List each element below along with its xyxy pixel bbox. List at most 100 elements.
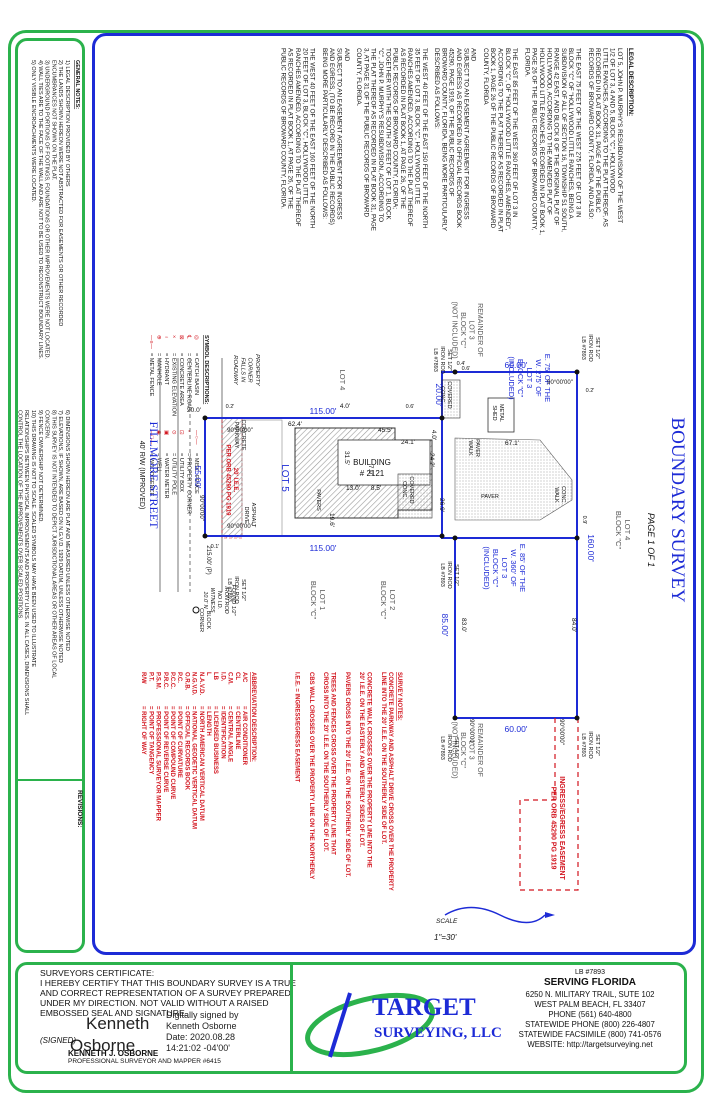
symbol-glyph: × xyxy=(171,335,177,338)
cert-line-4: EMBOSSED SEAL AND SIGNATURE. xyxy=(40,1008,188,1018)
surveyor-name: KENNETH J. OSBORNE xyxy=(68,1049,159,1058)
abbr-desc: = LENGTH xyxy=(205,706,211,736)
dim-55: 55.00' xyxy=(193,466,203,489)
dim-19-6-group: 19.6' xyxy=(328,513,335,527)
survey-note: CBS WALL CROSSES OVER THE PROPERTY LINE … xyxy=(308,672,314,879)
dim-0-6-a: 0.6' xyxy=(462,366,471,372)
e85-label: (INCLUDED) xyxy=(482,546,491,590)
easement-label: PER ORB 45290 PG 1919 xyxy=(225,444,231,516)
dim-0-4: 0.4' xyxy=(457,361,466,367)
remainder-bottom-label: REMAINDER OF xyxy=(476,723,483,777)
symbol-glyph: ◉ xyxy=(156,430,162,435)
general-note: RELATIONSHIPS BETWEEN PHYSICAL IMPROVEME… xyxy=(23,410,29,715)
dim-20-group: 20.00' xyxy=(434,384,444,407)
abbr-desc: = CENTERLINE xyxy=(234,706,240,750)
dim-83-0-group: 83.0' xyxy=(460,618,467,632)
legal-line: BLOCK "C" OF "HOLLYWOOD LITTLE RANCHES, … xyxy=(567,48,574,219)
dim-31-5-group: 31.5' xyxy=(343,451,350,465)
street-row: 40' R/W (IMPROVED) xyxy=(138,441,145,510)
dim-0-6-b: 0.6' xyxy=(406,404,415,410)
symbol-glyph: —□— xyxy=(148,430,154,445)
symbol-label: = CATCH BASIN xyxy=(193,353,199,395)
lot1-label: BLOCK "C" xyxy=(309,581,318,620)
symbol-glyph: ⊕ xyxy=(156,335,162,340)
legal-description: LEGAL DESCRIPTION:LOT 5, JOHN P. MURPHY'… xyxy=(279,48,634,235)
found-rod-label: WITNESS xyxy=(209,587,215,612)
dim-0-1-group: 0.1' xyxy=(211,544,220,550)
abbr-desc: = AIR CONDITIONER xyxy=(241,706,247,766)
survey-notes: SURVEY NOTES:CONCRETE PARKWAY AND ASPHAL… xyxy=(293,672,402,891)
lot4-left-label: LOT 4 xyxy=(338,370,347,391)
dim-26-9: 26.9' xyxy=(438,498,445,512)
legal-line: TOGETHER WITH THE SOUTH 20 FEET OF LOT 1… xyxy=(384,48,391,220)
legal-line: PUBLIC RECORDS OF BROWARD COUNTY, FLORID… xyxy=(392,48,399,209)
dim-4-0-a: 4.0' xyxy=(340,403,350,410)
general-notes-heading: GENERAL NOTES: xyxy=(74,60,80,109)
set-rod-label-1: SET 1/2" xyxy=(446,349,452,371)
set-rod-label-3: SET 1/2" xyxy=(240,579,246,601)
dim-13-0-group: 13.0' xyxy=(346,485,360,492)
block-corner-label: CORNER xyxy=(198,608,204,632)
set-rod-label-6: LB #7893 xyxy=(580,733,586,757)
dim-0-1: 0.1' xyxy=(211,544,220,550)
abbr-desc: = CENTRAL ANGLE xyxy=(227,706,233,762)
legal-line: DESCRIBED AS FOLLOWS: xyxy=(433,48,440,129)
general-note: 4) WALL TIES ARE TO THE FACE OF THE WALL… xyxy=(37,60,43,360)
dim-55-group: 55.00' xyxy=(193,466,203,489)
conc-walk-label: WALK xyxy=(553,487,559,503)
corner-markers xyxy=(202,369,580,721)
dim-top-115: 115.00' xyxy=(310,406,337,416)
company-info: LB #7893 SERVING FLORIDA 6250 N. MILITAR… xyxy=(490,968,690,1050)
north-arrow xyxy=(444,906,555,924)
general-note: 8) THIS SURVEY IS NOT INTENDED TO DEPICT… xyxy=(50,410,56,678)
abbr-code: N.A.V.D. xyxy=(198,672,204,695)
paver-label: PAVER xyxy=(481,494,499,500)
dim-62-4-group: 62.4' xyxy=(288,421,302,428)
signature-last: Osborne xyxy=(70,1036,136,1055)
dsig-line-0: Digitally signed by xyxy=(166,1010,239,1020)
dim-8-5-group: 8.5' xyxy=(371,485,381,492)
abbr-code: P.C.C. xyxy=(169,672,175,689)
surveyor-certificate: SURVEYORS CERTIFICATE: I HEREBY CERTIFY … xyxy=(40,968,296,1018)
remainder-bottom-label: BLOCK "C" xyxy=(459,732,466,768)
angle-c: 90°00'00" xyxy=(547,380,573,386)
legal-line: 1/2 OF LOT 3, 4 AND 5, BLOCK "C", HOLLYW… xyxy=(609,48,616,193)
general-note: CONTROL THE LOCATION OF THE IMPROVEMENTS… xyxy=(16,410,22,620)
abbr-code: O.R.B. xyxy=(183,672,189,691)
survey-note: CONCRETE PARKWAY AND ASPHALT DRIVE CROSS… xyxy=(387,672,393,891)
legal-line: AND xyxy=(343,48,350,62)
cert-line-1: I HEREBY CERTIFY THAT THIS BOUNDARY SURV… xyxy=(40,978,296,988)
abbr-desc: = LICENSED BUSINESS xyxy=(212,706,218,774)
angle-d: 90°00'00" xyxy=(558,719,564,745)
general-note: CONCERN. xyxy=(44,410,50,440)
abbr-code: N.G.V.D. xyxy=(191,672,197,696)
legal-line: THE EAST 75 FEET OF THE WEST 275 FEET OF… xyxy=(575,48,582,218)
legal-line: BLOCK "C", OF "HOLLYWOOD LITTLE RANCHES,… xyxy=(504,48,511,231)
surveyor-title: PROFESSIONAL SURVEYOR AND MAPPER #6415 xyxy=(68,1058,221,1065)
e85-boundary xyxy=(454,537,578,719)
survey-note: CROSS INTO THE 20' I.E.E. ON THE SOUTHER… xyxy=(322,672,328,852)
block-corner-marker xyxy=(192,606,200,614)
dim-7-0-group: 7.0' xyxy=(367,465,374,475)
dim-85-group: 85.00' xyxy=(440,614,450,637)
legal-line: HOLLYWOOD LITTLE RANCHES, RECORDED IN PL… xyxy=(538,48,545,235)
legal-line: SUBJECT TO AN EASEMENT AGREEMENT FOR ING… xyxy=(336,48,343,220)
dim-60-top: 60.00' xyxy=(505,360,528,370)
abbr-heading: ABBREVIATION DESCRIPTION: xyxy=(250,672,256,762)
title-block-border xyxy=(15,962,687,1074)
cert-line-3: UNDER MY DIRECTION. NOT VALID WITHOUT A … xyxy=(40,998,269,1008)
dim-0-4-group: 0.4' xyxy=(457,361,466,367)
company-line-2: PHONE (561) 640-4800 xyxy=(548,1010,632,1019)
set-rod-label-4: SET 1/2" xyxy=(453,564,459,586)
abbr-code: P.C. xyxy=(176,672,182,683)
symbol-label: = CENTERLINE ROAD xyxy=(186,353,192,411)
